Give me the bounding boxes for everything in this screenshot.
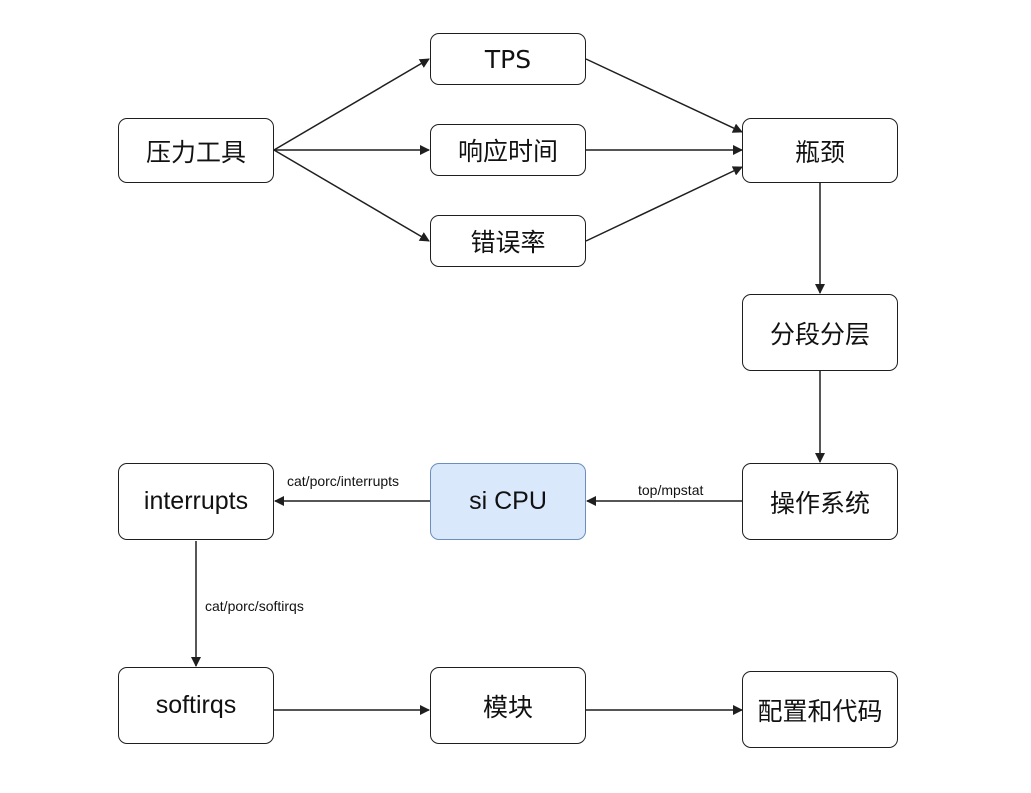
node-segment-layer-label: 分段分层 (769, 319, 870, 349)
node-response-time: 响应时间 (430, 124, 586, 176)
node-config-code: 配置和代码 (742, 671, 898, 748)
node-bottleneck: 瓶颈 (742, 118, 898, 183)
node-module-label: 模块 (482, 692, 533, 722)
edge-pressure-to-error (273, 149, 430, 242)
edge-label-cat-interrupts: cat/porc/interrupts (287, 473, 400, 489)
edge-pressure-to-tps (273, 58, 430, 151)
edge-label-cat-softirqs: cat/porc/softirqs (205, 598, 304, 614)
edge-label-top-mpstat: top/mpstat (638, 482, 704, 498)
node-segment-layer: 分段分层 (742, 294, 898, 371)
node-module: 模块 (430, 667, 586, 744)
node-response-time-label: 响应时间 (457, 137, 558, 166)
edge-tps-to-bottleneck (585, 58, 743, 133)
node-tps: TPS (430, 33, 586, 85)
node-operating-system-label: 操作系统 (769, 488, 870, 518)
node-bottleneck-label: 瓶颈 (794, 137, 845, 167)
node-softirqs-label: softirqs (155, 691, 237, 719)
node-config-code-label: 配置和代码 (757, 696, 883, 726)
node-si-cpu-label: si CPU (469, 487, 547, 515)
node-interrupts: interrupts (118, 463, 274, 540)
node-tps-label: TPS (484, 44, 532, 74)
node-error-rate: 错误率 (430, 215, 586, 267)
node-interrupts-label: interrupts (143, 487, 249, 515)
node-softirqs: softirqs (118, 667, 274, 744)
edge-error-to-bottleneck (585, 166, 743, 242)
node-pressure-tool: 压力工具 (118, 118, 274, 183)
node-si-cpu: si CPU (430, 463, 586, 540)
node-error-rate-label: 错误率 (470, 228, 546, 257)
node-pressure-tool-label: 压力工具 (145, 137, 246, 167)
node-operating-system: 操作系统 (742, 463, 898, 540)
